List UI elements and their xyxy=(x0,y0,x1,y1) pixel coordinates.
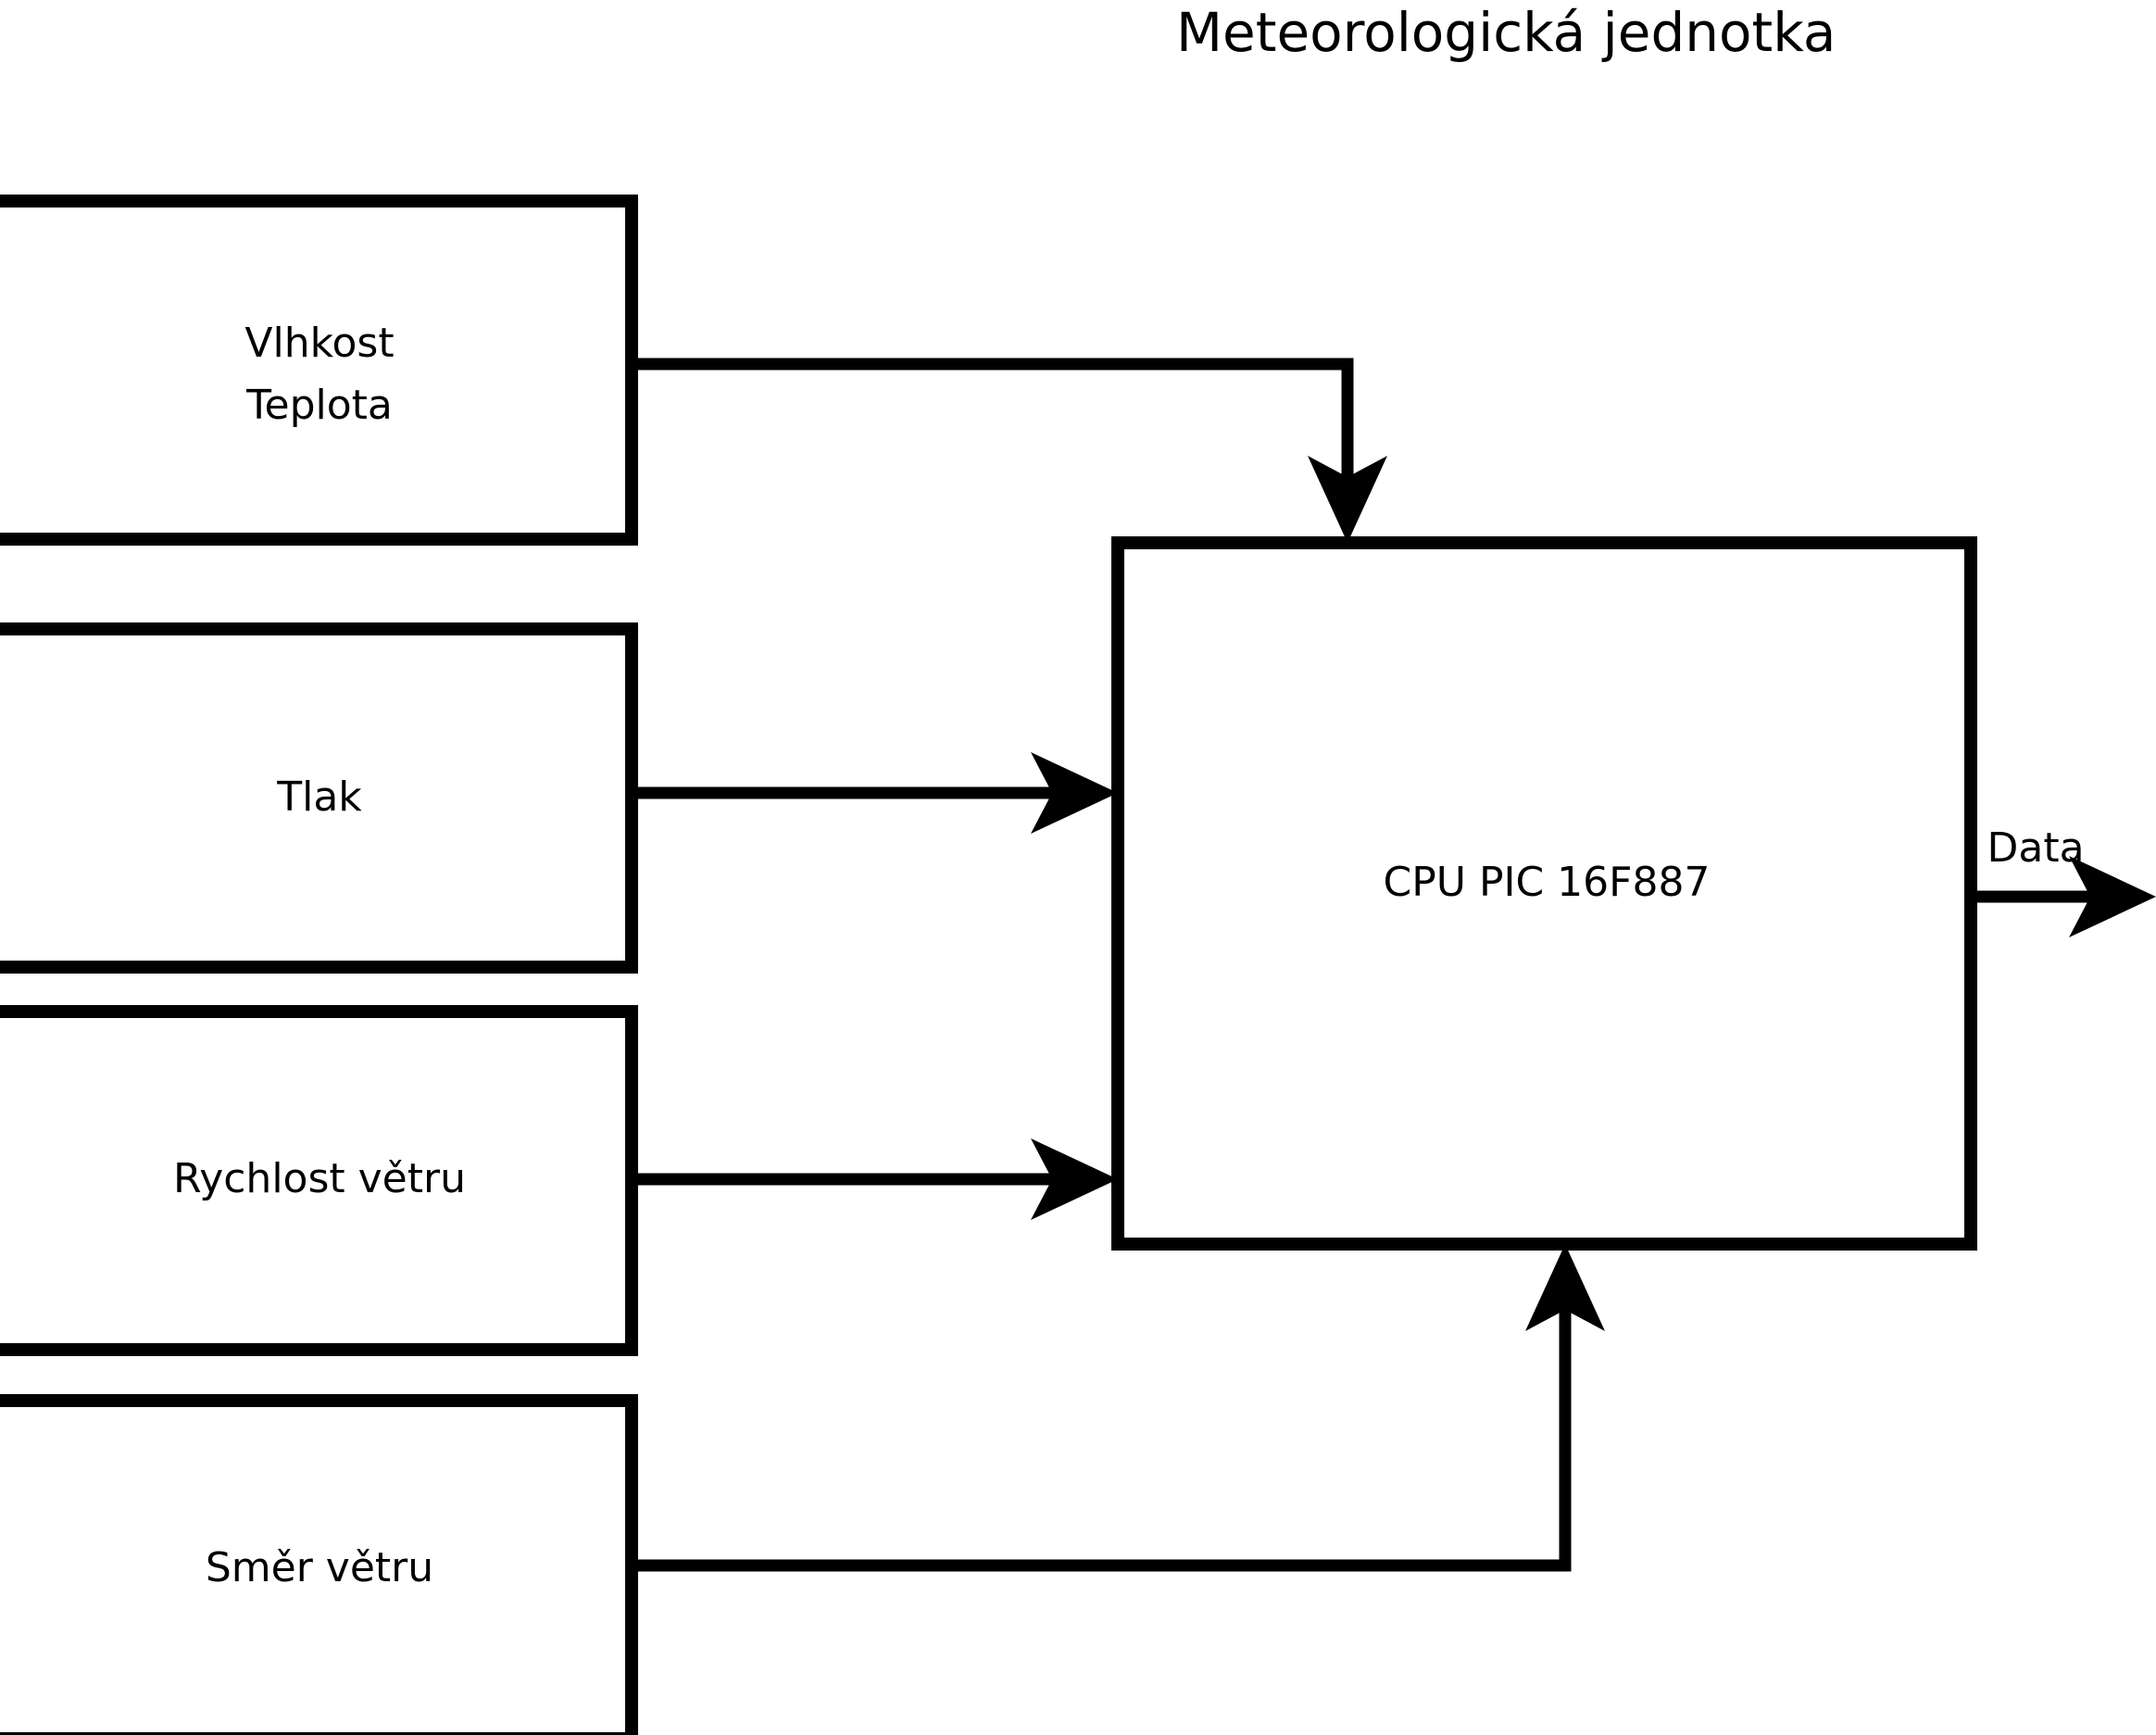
block-wind-speed[interactable]: Rychlost větru xyxy=(0,1005,638,1356)
connector-humidity-to-cpu-line xyxy=(632,358,1354,495)
arrowhead-down-icon xyxy=(1308,456,1387,543)
arrowhead-up-icon xyxy=(1525,1244,1605,1331)
block-pressure-label: Tlak xyxy=(276,773,362,821)
block-wind-speed-shape xyxy=(0,1005,638,1356)
block-humidity-temperature-label-line2: Teplota xyxy=(245,382,393,429)
block-humidity-temperature[interactable]: Vlhkost Teplota xyxy=(0,195,638,546)
arrowhead-right-icon xyxy=(1031,1138,1118,1220)
block-humidity-temperature-label-line1: Vlhkost xyxy=(244,320,394,367)
connector-humidity-to-cpu xyxy=(632,358,1387,543)
block-humidity-temperature-shape xyxy=(0,195,638,546)
block-wind-direction[interactable]: Směr větru xyxy=(0,1394,638,1735)
connector-wind-speed-to-cpu xyxy=(632,1138,1118,1220)
block-cpu-shape xyxy=(1111,536,1977,1251)
diagram-title: Meteorologická jednotka xyxy=(1176,1,1836,64)
block-pressure[interactable]: Tlak xyxy=(0,622,638,974)
connector-wind-direction-to-cpu xyxy=(632,1244,1605,1572)
arrowhead-right-icon xyxy=(1031,752,1118,834)
block-wind-speed-label: Rychlost větru xyxy=(173,1155,466,1202)
arrowhead-right-icon xyxy=(2069,856,2156,937)
data-output-label: Data xyxy=(1987,824,2084,872)
connector-pressure-to-cpu xyxy=(632,752,1118,834)
connector-cpu-to-data-output: Data xyxy=(1971,824,2156,937)
block-cpu[interactable]: CPU PIC 16F887 xyxy=(1111,536,1977,1251)
connector-wind-direction-to-cpu-line xyxy=(632,1293,1572,1572)
block-wind-direction-label: Směr větru xyxy=(206,1544,433,1591)
block-cpu-label: CPU PIC 16F887 xyxy=(1384,859,1711,906)
